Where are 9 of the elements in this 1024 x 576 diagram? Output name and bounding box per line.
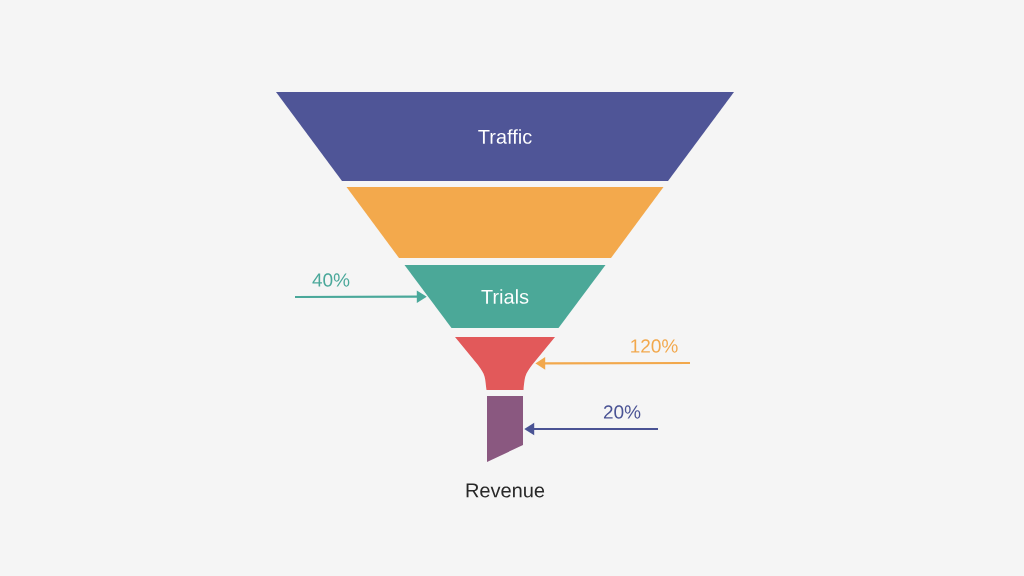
funnel-stage: Traffic xyxy=(276,92,734,181)
edge-label: 20% xyxy=(603,405,641,419)
funnel-spout xyxy=(487,396,523,462)
node-label: Revenue xyxy=(466,483,545,498)
funnel-stage xyxy=(346,187,664,258)
funnel-neck xyxy=(455,337,555,390)
edge-label: 120% xyxy=(631,339,678,353)
edge-label: 40% xyxy=(312,273,350,287)
funnel-stage: Trials xyxy=(404,265,606,328)
